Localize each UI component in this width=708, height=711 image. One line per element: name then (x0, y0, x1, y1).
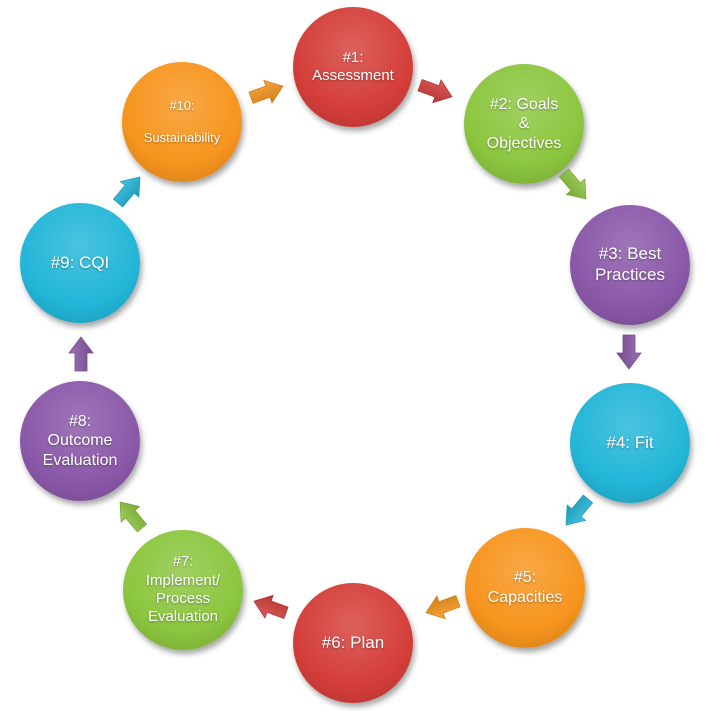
arrow-3-to-4-icon (616, 334, 642, 370)
arrow-2-to-3-icon (555, 165, 595, 206)
step-5-label: #5: Capacities (487, 569, 563, 606)
arrow-10-to-1-icon (247, 75, 287, 109)
step-8-label: #8: Outcome Evaluation (42, 412, 118, 469)
step-3-best-practices: #3: Best Practices (570, 205, 690, 325)
step-10-sustainability: #10: Sustainability (122, 62, 242, 182)
step-9-cqi: #9: CQI (20, 203, 140, 323)
step-5-capacities: #5: Capacities (465, 528, 585, 648)
step-4-label: #4: Fit (606, 432, 654, 452)
step-10-label: #10: Sustainability (143, 98, 221, 145)
arrow-6-to-7-icon (250, 590, 290, 624)
step-7-label: #7: Implement/ Process Evaluation (145, 553, 221, 626)
step-2-label: #2: Goals & Objectives (486, 95, 562, 152)
step-6-plan: #6: Plan (293, 583, 413, 703)
step-6-label: #6: Plan (321, 632, 385, 652)
step-2-goals-objectives: #2: Goals & Objectives (464, 64, 584, 184)
step-1-label: #1: Assessment (312, 48, 394, 84)
step-7-implement-process-evaluation: #7: Implement/ Process Evaluation (123, 530, 243, 650)
arrow-1-to-2-icon (416, 74, 456, 108)
step-4-fit: #4: Fit (570, 383, 690, 503)
step-1-assessment: #1: Assessment (293, 7, 413, 127)
step-3-label: #3: Best Practices (595, 244, 665, 284)
step-9-label: #9: CQI (50, 252, 110, 272)
arrow-7-to-8-icon (111, 494, 151, 535)
arrow-9-to-10-icon (109, 169, 149, 210)
arrow-5-to-6-icon (422, 590, 462, 624)
arrow-8-to-9-icon (68, 336, 94, 372)
step-8-outcome-evaluation: #8: Outcome Evaluation (20, 381, 140, 501)
arrow-4-to-5-icon (557, 491, 597, 532)
